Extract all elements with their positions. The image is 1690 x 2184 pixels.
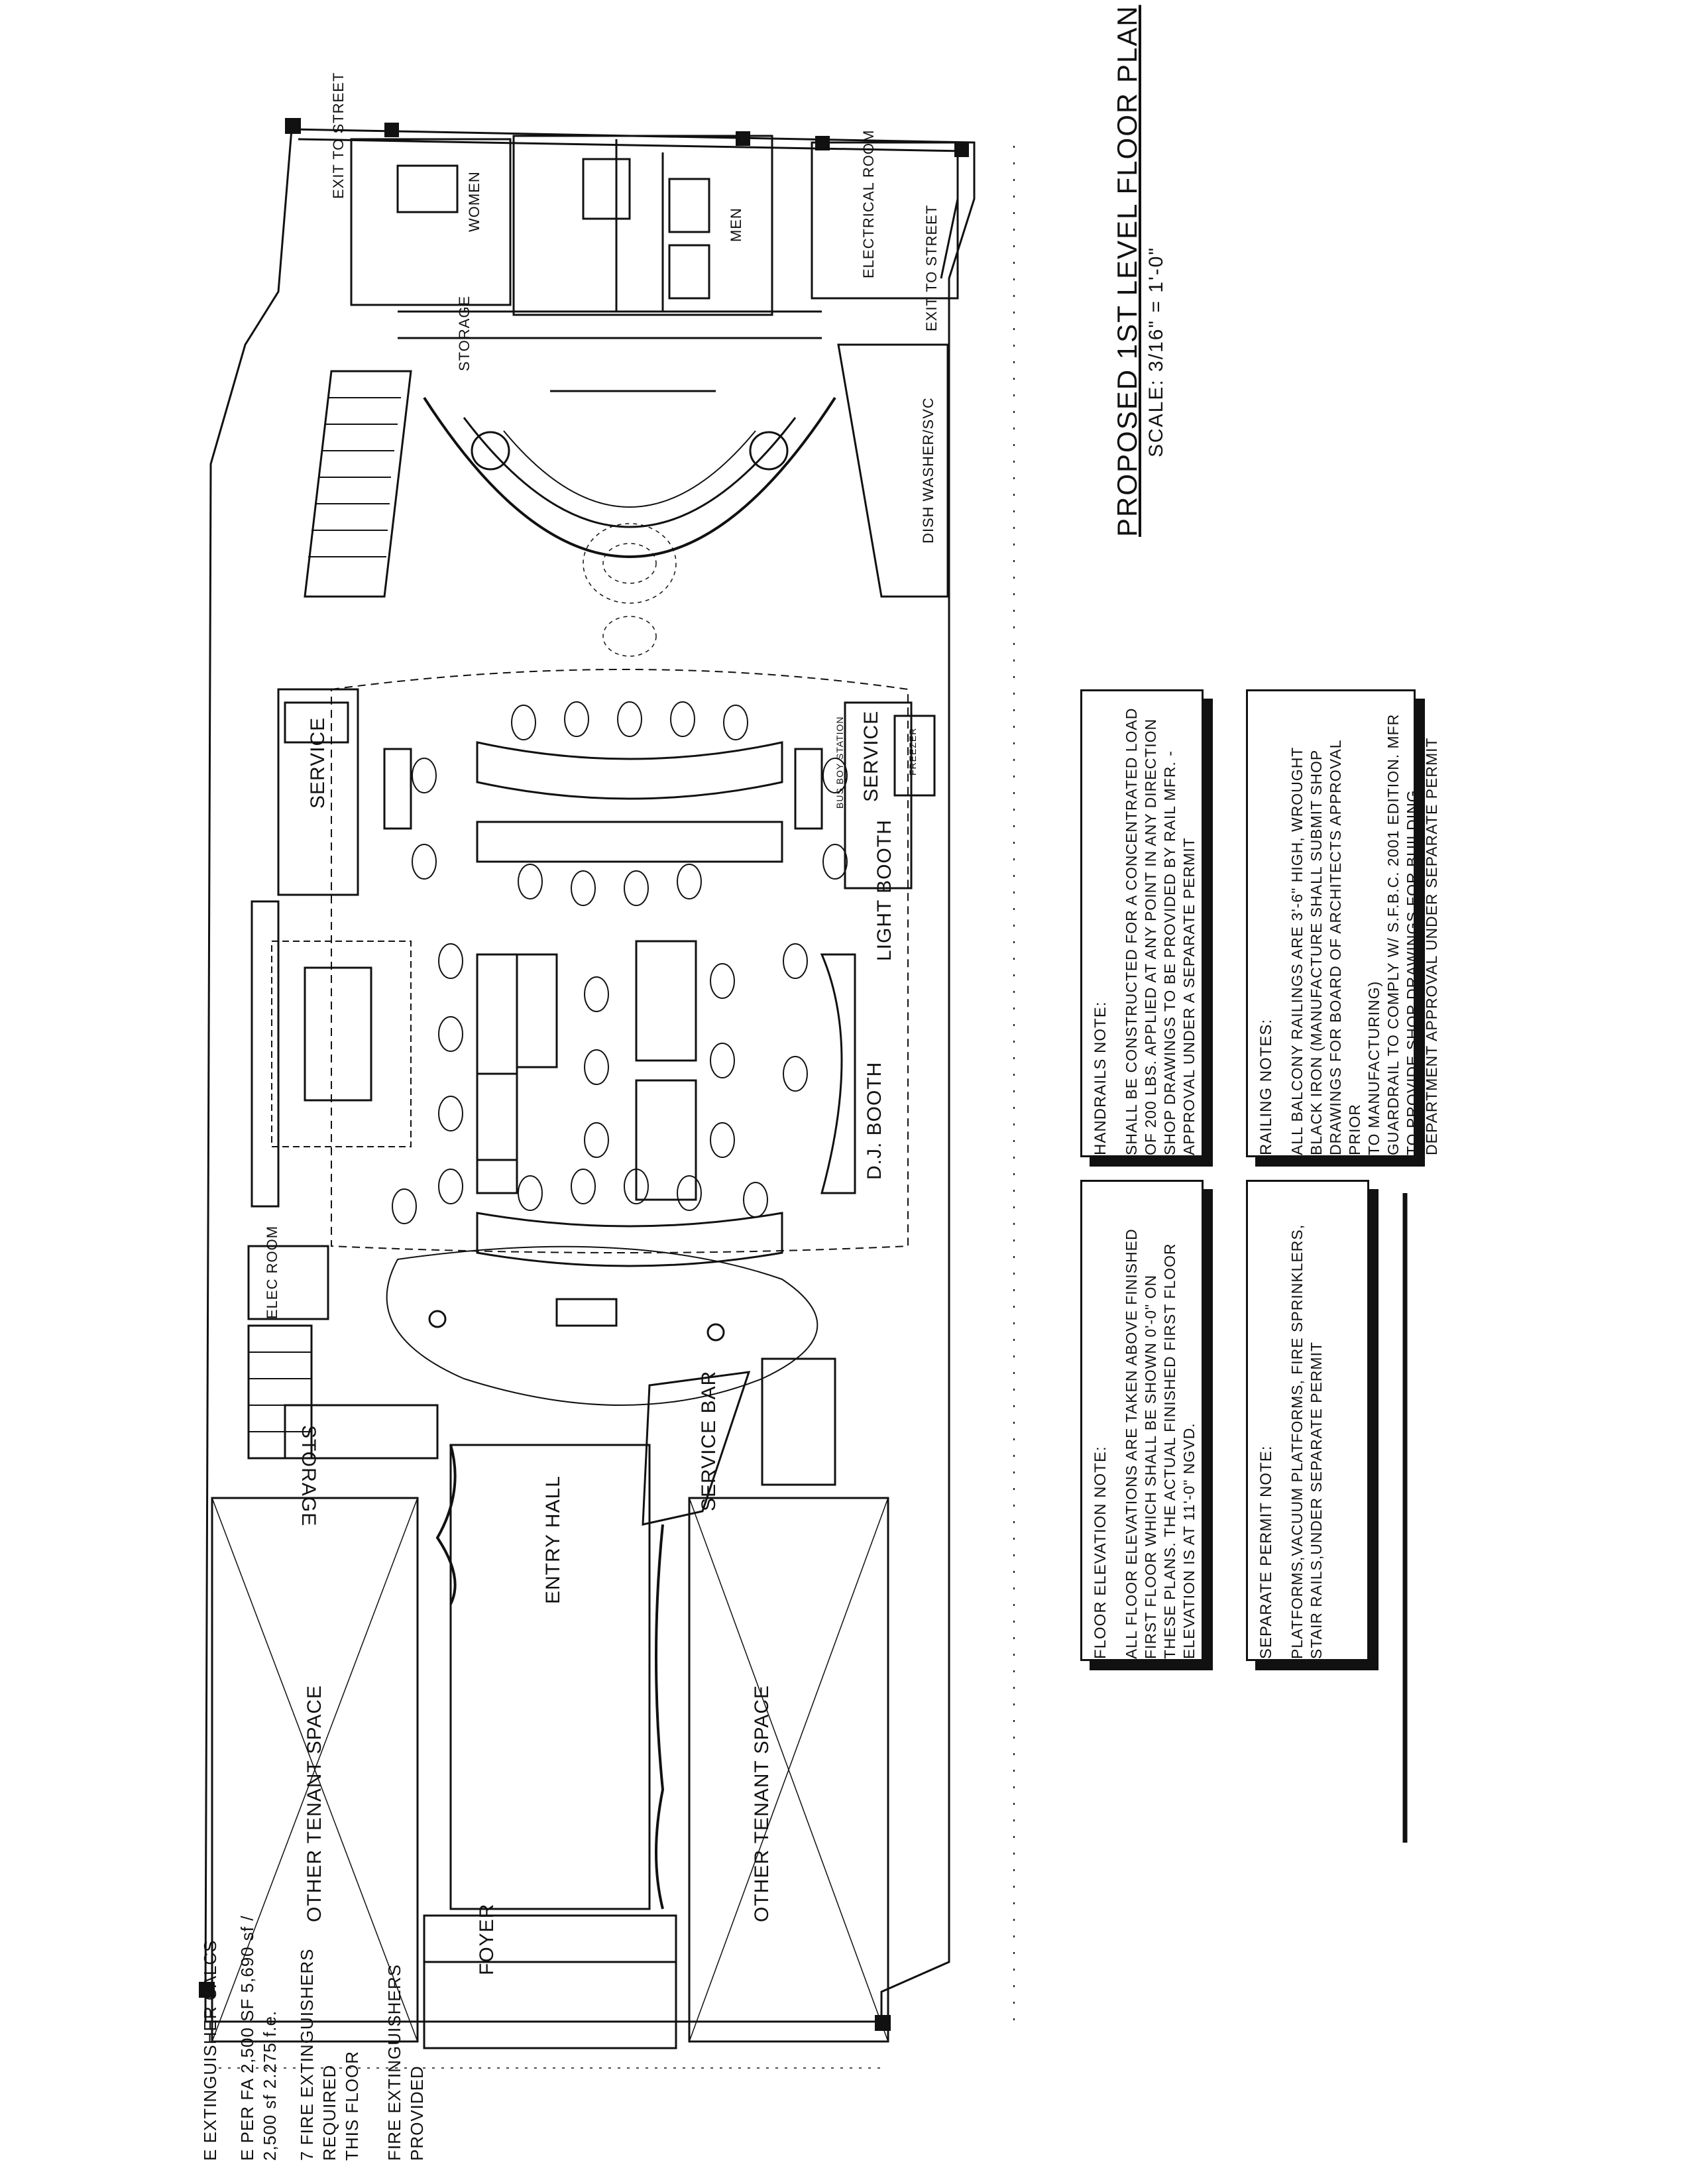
room-label-service-left: SERVICE xyxy=(307,717,329,809)
room-label-storage-bottom: STORAGE xyxy=(298,1425,319,1527)
railing-note-box: RAILING NOTES: ALL BALCONY RAILINGS ARE … xyxy=(1246,689,1440,1157)
room-label-service-right: SERVICE xyxy=(860,710,882,802)
sheet-title: PROPOSED 1ST LEVEL FLOOR PLAN xyxy=(1111,5,1143,537)
railing-note-line: BLACK IRON (MANUFACTURE SHALL SUBMIT SHO… xyxy=(1308,749,1325,1155)
extinguisher-calc-line: E PER FA 2,500 SF 5,690 sf / 2,500 sf 2.… xyxy=(237,1915,280,2161)
handrails-note-box: HANDRAILS NOTE: SHALL BE CONSTRUCTED FOR… xyxy=(1080,689,1204,1157)
room-label-elec-room: ELEC ROOM xyxy=(264,1225,280,1319)
room-label-freezer: FREEZER xyxy=(907,727,918,776)
entry-hall xyxy=(449,1444,651,1910)
railing-note-line: DRAWINGS FOR BOARD OF ARCHITECTS APPROVA… xyxy=(1327,740,1363,1155)
floor-elevation-note-line: FIRST FLOOR WHICH SHALL BE SHOWN 0'-0" O… xyxy=(1142,1274,1159,1659)
railing-note-line: DEPARTMENT APPROVAL UNDER SEPARATE PERMI… xyxy=(1423,737,1440,1155)
room-label-electrical: ELECTRICAL ROOM xyxy=(860,129,877,278)
railing-note-line: ALL BALCONY RAILINGS ARE 3'-6" HIGH, WRO… xyxy=(1288,746,1306,1155)
railing-note-heading: RAILING NOTES: xyxy=(1257,1018,1275,1155)
floor-elevation-note-line: ELEVATION IS AT 11'-0" NGVD. xyxy=(1180,1422,1198,1659)
handrails-note-line: SHOP DRAWINGS TO BE PROVIDED BY RAIL MFR… xyxy=(1161,750,1178,1155)
separate-permit-note-box: SEPARATE PERMIT NOTE: PLATFORMS,VACUUM P… xyxy=(1246,1180,1369,1661)
separate-permit-note-heading: SEPARATE PERMIT NOTE: xyxy=(1257,1445,1275,1659)
handrails-note-line: OF 200 LBS. APPLIED AT ANY POINT IN ANY … xyxy=(1142,718,1159,1155)
handrails-note-line: APPROVAL UNDER A SEPARATE PERMIT xyxy=(1180,837,1198,1155)
handrails-note-heading: HANDRAILS NOTE: xyxy=(1092,1001,1109,1155)
room-label-women: WOMEN xyxy=(466,171,482,232)
room-label-exit-right: EXIT TO STREET xyxy=(923,204,940,331)
extinguisher-calc-line: FIRE EXTINGUISHERS PROVIDED xyxy=(384,1964,427,2161)
separate-permit-note-line: PLATFORMS,VACUUM PLATFORMS, FIRE SPRINKL… xyxy=(1288,1224,1306,1659)
room-label-dj-booth: D.J. BOOTH xyxy=(864,1061,885,1180)
railing-note-line: TO MANUFACTURING) xyxy=(1365,980,1382,1155)
room-label-foyer: FOYER xyxy=(476,1903,498,1975)
circular-bar xyxy=(423,396,836,558)
separate-permit-note-line: STAIR RAILS,UNDER SEPARATE PERMIT xyxy=(1308,1341,1325,1659)
other-tenant-left xyxy=(211,1497,419,2043)
room-label-storage-top: STORAGE xyxy=(456,295,473,371)
other-tenant-right xyxy=(688,1497,889,2043)
railing-note-line: GUARDRAIL TO COMPLY W/ S.F.B.C. 2001 EDI… xyxy=(1384,713,1402,1155)
railing-note-line: TO PROVIDE SHOP DRAWINGS FOR BUILDING xyxy=(1404,789,1421,1155)
floor-elevation-note-heading: FLOOR ELEVATION NOTE: xyxy=(1092,1446,1109,1660)
room-label-dish-washer: DISH WASHER/SVC xyxy=(920,397,936,544)
extinguisher-calc-line: 7 FIRE EXTINGUISHERS REQUIRED xyxy=(297,1948,339,2161)
room-label-other-tenant-right: OTHER TENANT SPACE xyxy=(751,1684,773,1922)
floor-elevation-note-line: THESE PLANS. THE ACTUAL FINISHED FIRST F… xyxy=(1161,1243,1178,1659)
extinguisher-calc-line: THIS FLOOR xyxy=(342,2050,362,2161)
room-label-exit-top: EXIT TO STREET xyxy=(330,72,347,199)
room-label-light-booth: LIGHT BOOTH xyxy=(873,819,895,961)
handrails-note-line: SHALL BE CONSTRUCTED FOR A CONCENTRATED … xyxy=(1123,707,1140,1155)
sheet-scale: SCALE: 3/16" = 1'-0" xyxy=(1145,246,1167,457)
room-label-other-tenant-left: OTHER TENANT SPACE xyxy=(304,1684,325,1922)
extinguisher-calc-line: E EXTINGUISHER CALCS xyxy=(200,1939,220,2161)
room-label-men: MEN xyxy=(728,207,744,242)
room-label-service-bar: SERVICE BAR xyxy=(698,1370,720,1511)
extinguisher-calcs: E EXTINGUISHER CALCS E PER FA 2,500 SF 5… xyxy=(199,1896,428,2161)
room-label-entry-hall: ENTRY HALL xyxy=(542,1475,564,1604)
floor-elevation-note-line: ALL FLOOR ELEVATIONS ARE TAKEN ABOVE FIN… xyxy=(1123,1228,1140,1659)
room-label-bus-boy: BUS BOY STATION xyxy=(834,716,845,809)
floor-elevation-note-box: FLOOR ELEVATION NOTE: ALL FLOOR ELEVATIO… xyxy=(1080,1180,1204,1661)
